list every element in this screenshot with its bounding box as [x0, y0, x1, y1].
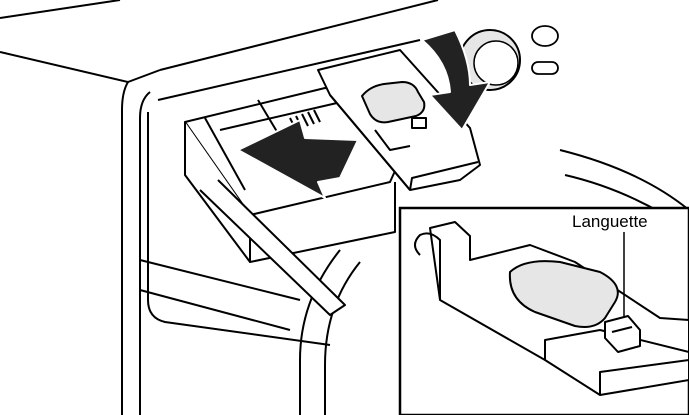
push-down-arrow [421, 29, 491, 131]
detergent-cartridge [317, 49, 481, 191]
callout-label: Languette [572, 212, 648, 231]
slide-in-arrow [237, 119, 359, 199]
insert-arrows [237, 29, 491, 199]
detergent-drawer [184, 87, 401, 316]
detail-inset [398, 206, 689, 415]
panel-buttons [531, 25, 559, 75]
washer-body [0, 0, 439, 415]
control-knob [459, 29, 521, 91]
